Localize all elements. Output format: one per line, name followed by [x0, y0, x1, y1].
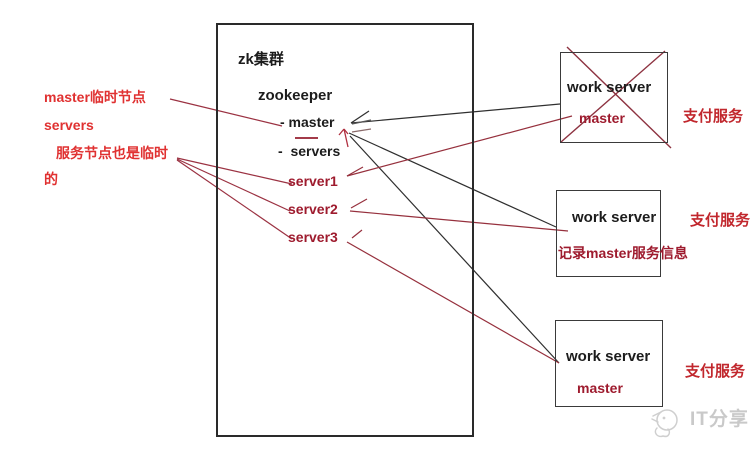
tree-node-server3: server3	[288, 229, 338, 245]
up-arrowhead-right	[343, 128, 349, 135]
annotation-server-ephemeral: 服务节点也是临时	[56, 145, 168, 161]
arrowhead-master-2	[351, 119, 372, 125]
annotation-server-ephemeral-cont: 的	[44, 171, 58, 187]
zk-cluster-title: zk集群	[238, 51, 284, 68]
payment-service-label-3: 支付服务	[685, 363, 746, 380]
line-workserver2-to-master	[348, 132, 557, 228]
arrowhead-server3	[351, 229, 363, 239]
crossed-out-mark-slash	[560, 50, 666, 143]
work-server-1-title: work server	[567, 79, 652, 96]
line-server2-to-workserver2	[349, 210, 569, 232]
line-workserver3-to-master	[349, 135, 560, 364]
zk-cluster-box	[216, 23, 474, 437]
arrowhead-server2	[350, 198, 368, 209]
watermark-text: IT分享	[690, 409, 749, 430]
annotation-line-server2	[176, 158, 291, 212]
zookeeper-root-node: zookeeper	[258, 87, 333, 104]
tree-node-server1: server1	[288, 173, 338, 189]
crossed-out-mark-backslash	[566, 46, 672, 149]
work-server-3-title: work server	[566, 348, 651, 365]
annotation-line-server1	[176, 157, 293, 185]
work-server-box-2	[556, 190, 661, 277]
tree-node-master: - master	[280, 114, 335, 130]
work-server-box-3	[555, 320, 663, 407]
work-server-2-title: work server	[572, 209, 657, 226]
payment-service-label-2: 支付服务	[690, 212, 751, 229]
payment-service-label-1: 支付服务	[683, 108, 744, 125]
line-workserver1-to-master	[350, 103, 561, 124]
annotation-master-ephemeral: master临时节点	[44, 89, 146, 105]
work-server-3-role: master	[577, 380, 623, 396]
penguin-logo-icon	[651, 409, 678, 438]
arrowhead-master-3	[351, 128, 372, 133]
up-arrow-to-master	[343, 128, 349, 148]
tree-node-server2: server2	[288, 201, 338, 217]
work-server-2-note: 记录master服务信息	[558, 245, 688, 261]
arrowhead-server1	[346, 166, 364, 177]
annotation-line-server3	[176, 159, 293, 240]
work-server-1-role: master	[579, 110, 625, 126]
annotation-line-master	[169, 98, 283, 127]
line-server3-to-workserver3	[346, 241, 560, 364]
tree-node-servers: - servers	[278, 143, 341, 159]
line-server1-to-workserver1	[346, 115, 573, 177]
arrowhead-master-1	[350, 110, 370, 124]
annotation-servers: servers	[44, 117, 94, 133]
up-arrowhead-left	[338, 128, 345, 136]
work-server-box-1	[560, 52, 668, 143]
